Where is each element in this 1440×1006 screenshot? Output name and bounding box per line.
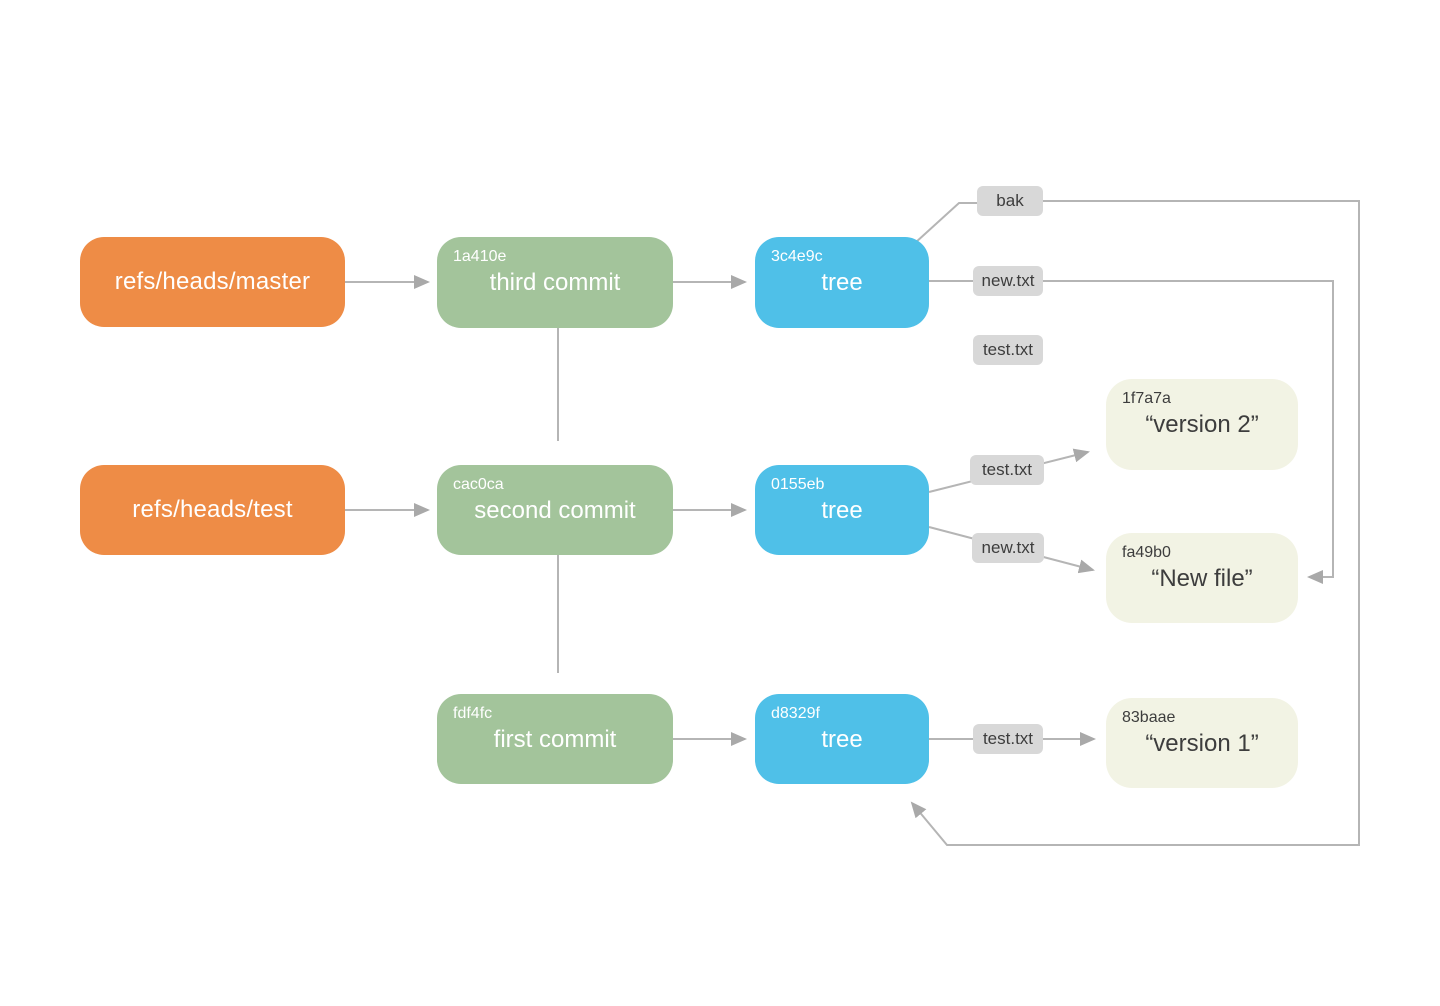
tree-node-d8329f: d8329f tree: [755, 694, 929, 784]
file-label-testtxt-row2: test.txt: [970, 455, 1044, 485]
tree3-hash: d8329f: [771, 705, 820, 722]
tree-node-0155eb: 0155eb tree: [755, 465, 929, 555]
commit-third-label: third commit: [489, 268, 621, 296]
edge-newtxt-to-newfile-blob: [1043, 280, 1334, 584]
tree1-hash: 3c4e9c: [771, 248, 823, 265]
commit-node-third: 1a410e third commit: [437, 237, 673, 328]
blob-version2-hash: 1f7a7a: [1122, 390, 1171, 407]
commit-first-hash: fdf4fc: [453, 705, 493, 722]
file-label-newtxt-row2: new.txt: [972, 533, 1044, 563]
tree2-label: tree: [821, 496, 863, 524]
ref-node-master: refs/heads/master: [80, 237, 345, 327]
ref-master-label: refs/heads/master: [114, 268, 311, 295]
ref-test-label: refs/heads/test: [132, 496, 293, 523]
tree1-label: tree: [821, 268, 863, 296]
file-label-newtxt-row1: new.txt: [973, 266, 1043, 296]
blob-newfile-hash: fa49b0: [1122, 544, 1171, 561]
commit-second-hash: cac0ca: [453, 476, 504, 493]
tree2-hash: 0155eb: [771, 476, 825, 493]
edge-tree1-to-bak: [914, 202, 977, 244]
blob-node-version1: 83baae “version 1”: [1106, 698, 1298, 788]
tree3-label: tree: [821, 725, 863, 753]
commit-node-first: fdf4fc first commit: [437, 694, 673, 784]
ref-node-test: refs/heads/test: [80, 465, 345, 555]
file-label-testtxt-row3: test.txt: [973, 724, 1043, 754]
file-label-bak: bak: [977, 186, 1043, 216]
blob-version1-label: “version 1”: [1145, 729, 1259, 757]
blob-version2-label: “version 2”: [1145, 410, 1259, 438]
commit-second-label: second commit: [474, 496, 636, 524]
commit-node-second: cac0ca second commit: [437, 465, 673, 555]
commit-first-label: first commit: [493, 725, 617, 753]
file-label-testtxt-row1: test.txt: [973, 335, 1043, 365]
commit-third-hash: 1a410e: [453, 248, 507, 265]
blob-node-newfile: fa49b0 “New file”: [1106, 533, 1298, 623]
edge-bak-to-tree3: [910, 200, 1360, 846]
blob-newfile-label: “New file”: [1151, 564, 1253, 592]
blob-node-version2: 1f7a7a “version 2”: [1106, 379, 1298, 470]
blob-version1-hash: 83baae: [1122, 709, 1176, 726]
tree-node-3c4e9c: 3c4e9c tree: [755, 237, 929, 328]
